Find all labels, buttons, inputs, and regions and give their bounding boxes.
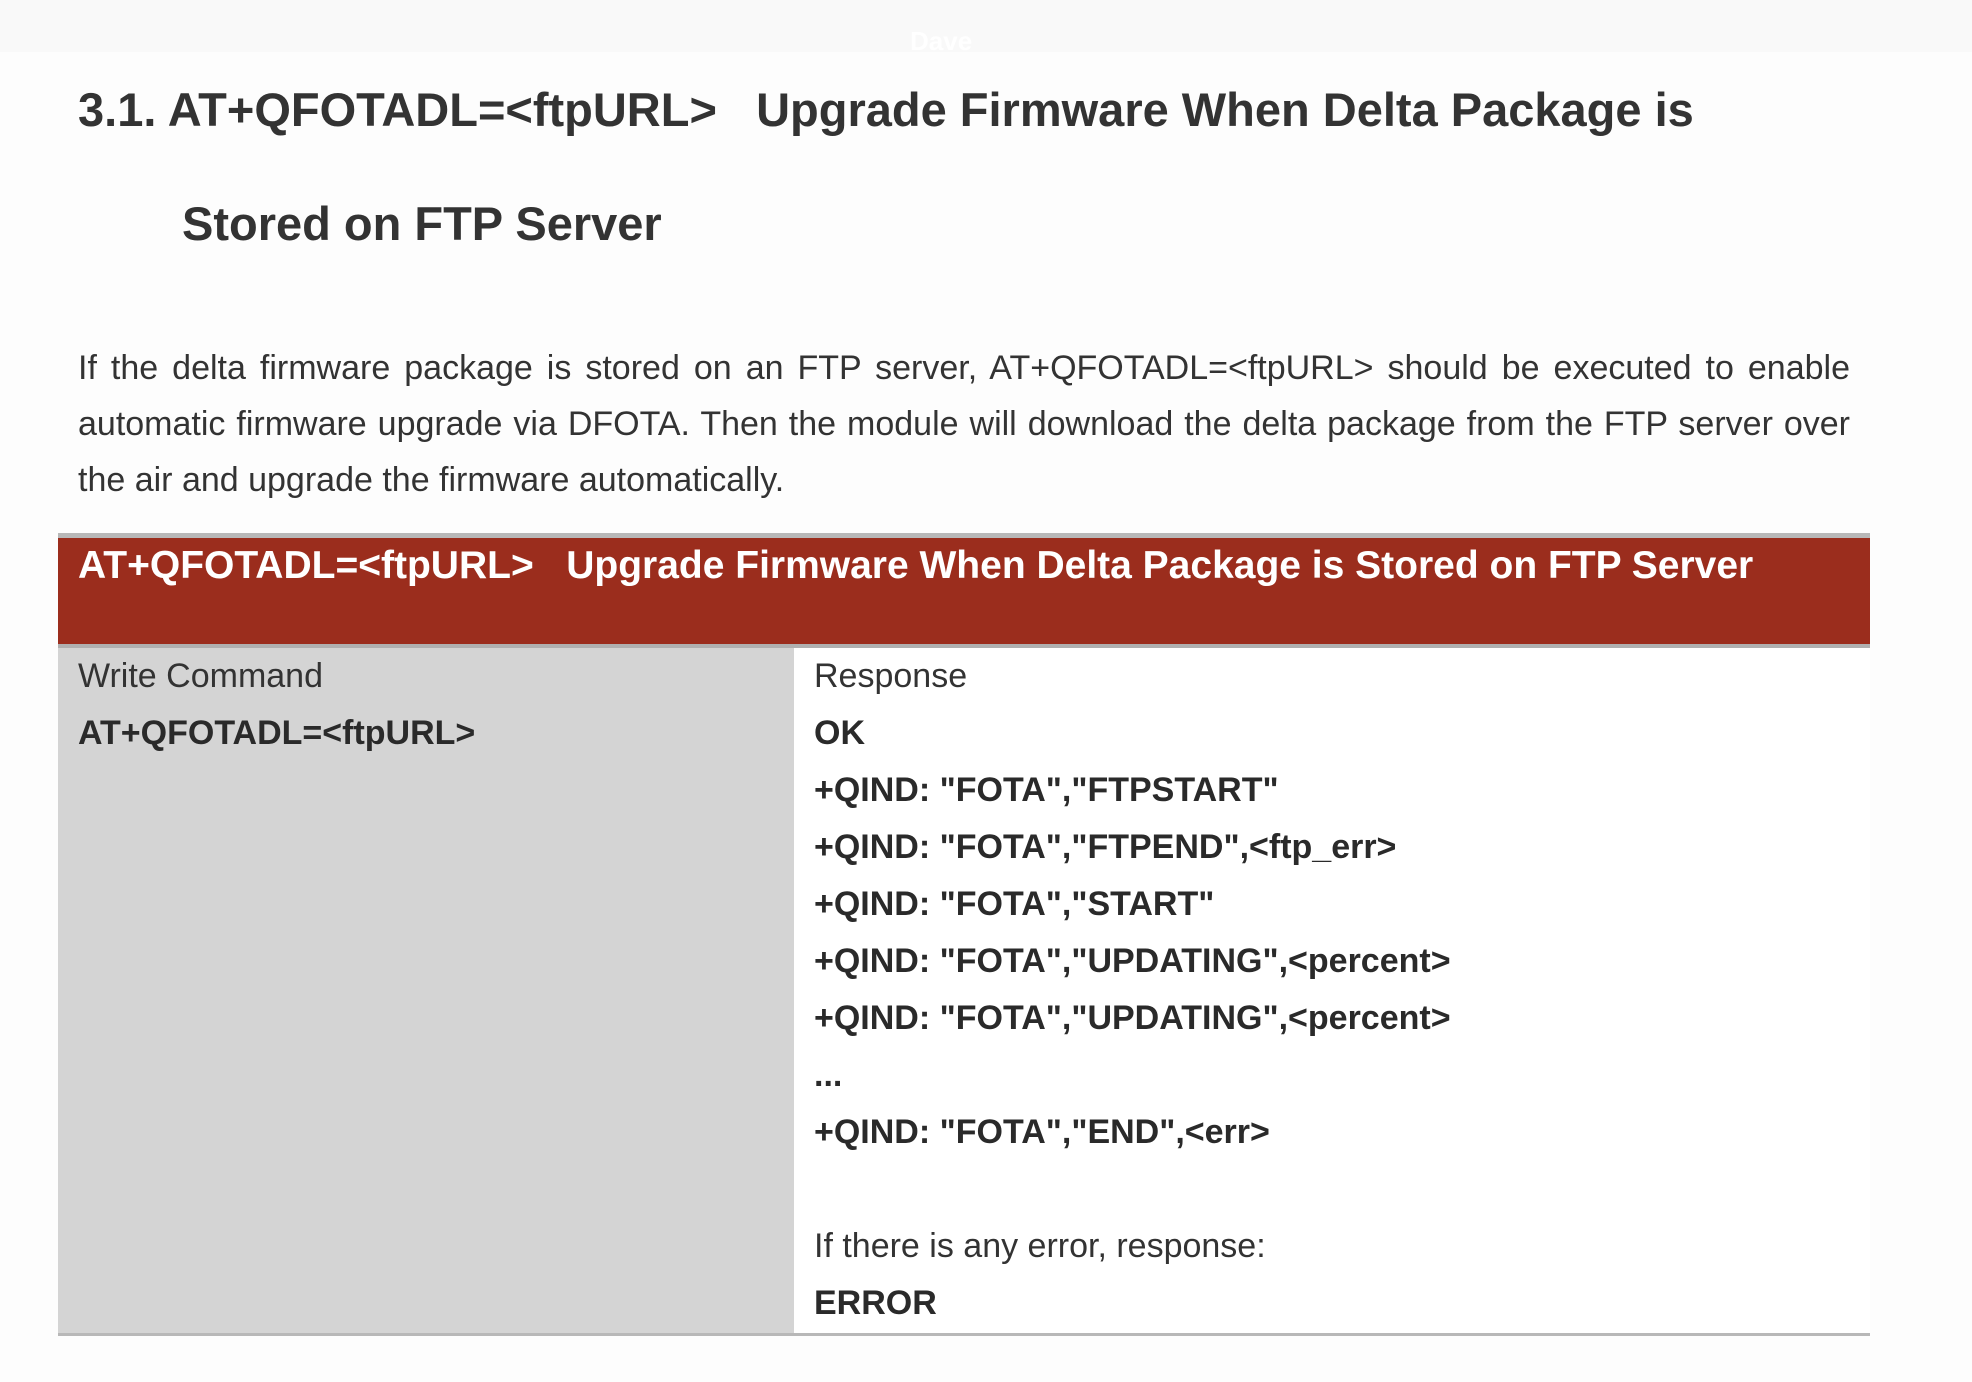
- top-bar: [0, 0, 1972, 52]
- response-line: ...: [814, 1056, 843, 1094]
- command-label: Write Command: [78, 657, 323, 695]
- section-title-continued: Stored on FTP Server: [182, 197, 662, 250]
- response-line: +QIND: "FOTA","FTPEND",<ftp_err>: [814, 828, 1397, 866]
- table-bottom-border: [58, 1333, 1870, 1336]
- section-paragraph: If the delta firmware package is stored …: [78, 349, 1850, 499]
- spacer: [814, 1161, 1850, 1218]
- response-label: Response: [814, 657, 968, 695]
- response-line: OK: [814, 714, 865, 752]
- error-response: ERROR: [814, 1284, 937, 1322]
- response-line: +QIND: "FOTA","END",<err>: [814, 1113, 1270, 1151]
- table-header: AT+QFOTADL=<ftpURL> Upgrade Firmware Whe…: [58, 538, 1870, 648]
- section-title: 3.1. AT+QFOTADL=<ftpURL> Upgrade Firmwar…: [78, 83, 1694, 136]
- response-line: +QIND: "FOTA","START": [814, 885, 1215, 923]
- response-line: +QIND: "FOTA","UPDATING",<percent>: [814, 942, 1451, 980]
- command-table: AT+QFOTADL=<ftpURL> Upgrade Firmware Whe…: [58, 533, 1870, 1336]
- command-cell: Write Command AT+QFOTADL=<ftpURL>: [58, 648, 794, 1334]
- watermark: Dave: [910, 26, 973, 56]
- error-note: If there is any error, response:: [814, 1227, 1266, 1265]
- command-syntax: AT+QFOTADL=<ftpURL>: [78, 714, 476, 752]
- response-line: +QIND: "FOTA","FTPSTART": [814, 771, 1279, 809]
- table-top-border: [58, 533, 1870, 538]
- response-line: +QIND: "FOTA","UPDATING",<percent>: [814, 999, 1451, 1037]
- response-cell: Response OK +QIND: "FOTA","FTPSTART" +QI…: [794, 648, 1870, 1334]
